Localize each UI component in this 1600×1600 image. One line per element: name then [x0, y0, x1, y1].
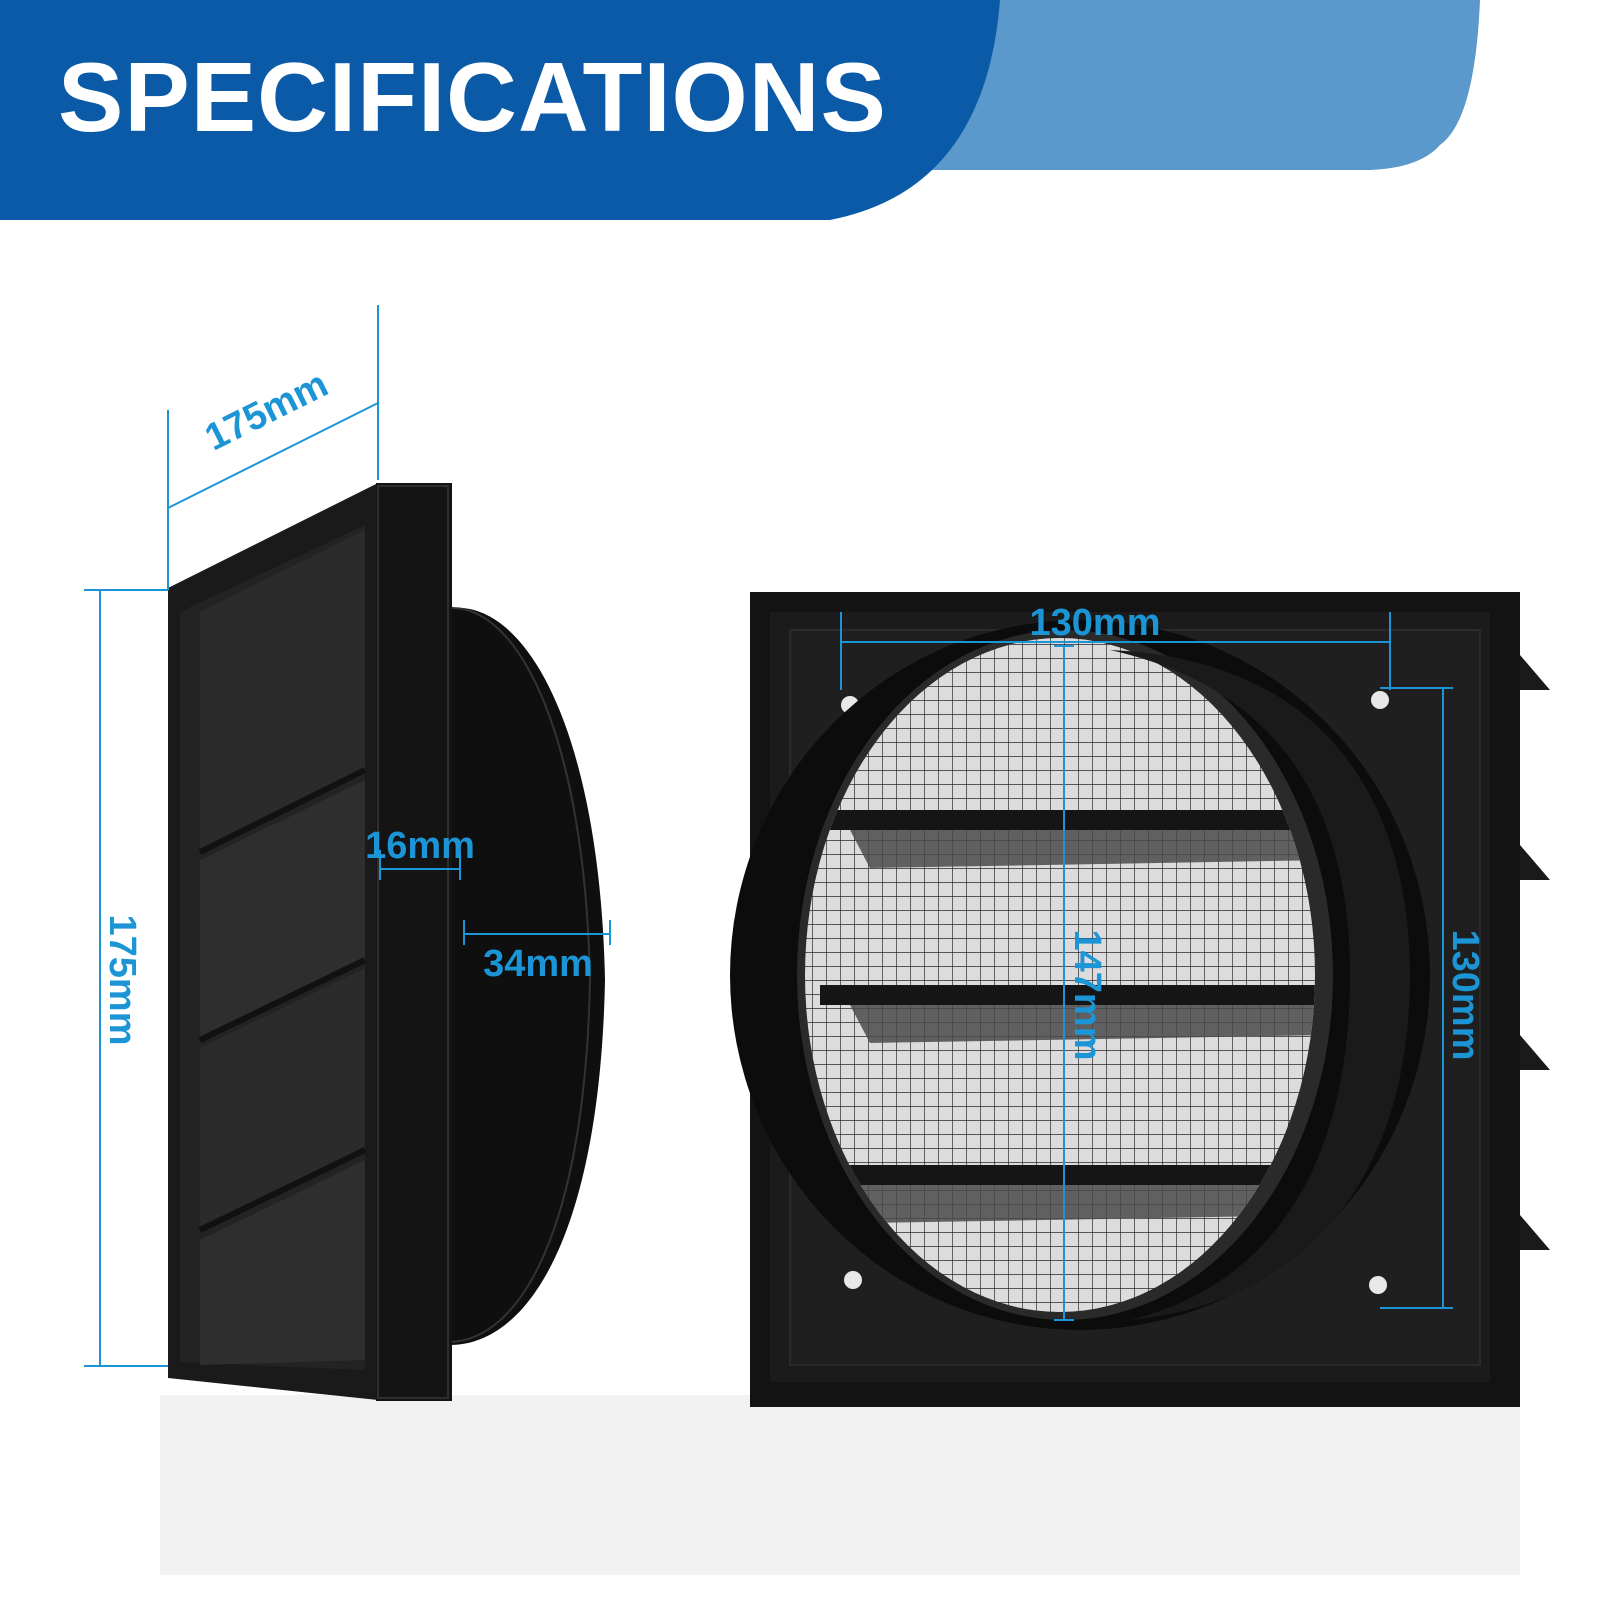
mesh-screen	[805, 638, 1315, 1312]
label-front-width: 130mm	[1030, 602, 1161, 644]
side-flange	[376, 483, 452, 1401]
floor-reflection	[160, 1395, 1520, 1575]
label-front-diameter: 147mm	[1066, 930, 1108, 1061]
label-front-height: 130mm	[1444, 930, 1486, 1061]
dimension-lines	[84, 305, 1453, 1367]
inner-louvers	[820, 810, 1315, 1223]
label-spigot: 34mm	[483, 943, 593, 985]
label-flange: 16mm	[365, 825, 475, 867]
screw-hole-bl	[844, 1271, 862, 1289]
page-title: SPECIFICATIONS	[58, 42, 887, 152]
label-side-depth: 175mm	[199, 363, 335, 459]
side-depth-line	[167, 402, 379, 509]
screw-hole-tr	[1371, 691, 1389, 709]
screw-hole-br	[1369, 1276, 1387, 1294]
banner-dark-shape	[0, 0, 1000, 220]
front-view-vent	[730, 592, 1550, 1407]
label-side-height: 175mm	[101, 915, 143, 1046]
side-view-vent	[168, 483, 605, 1401]
banner-light-shape	[900, 0, 1480, 170]
header-banner	[0, 0, 1480, 220]
side-spigot	[450, 607, 605, 1345]
